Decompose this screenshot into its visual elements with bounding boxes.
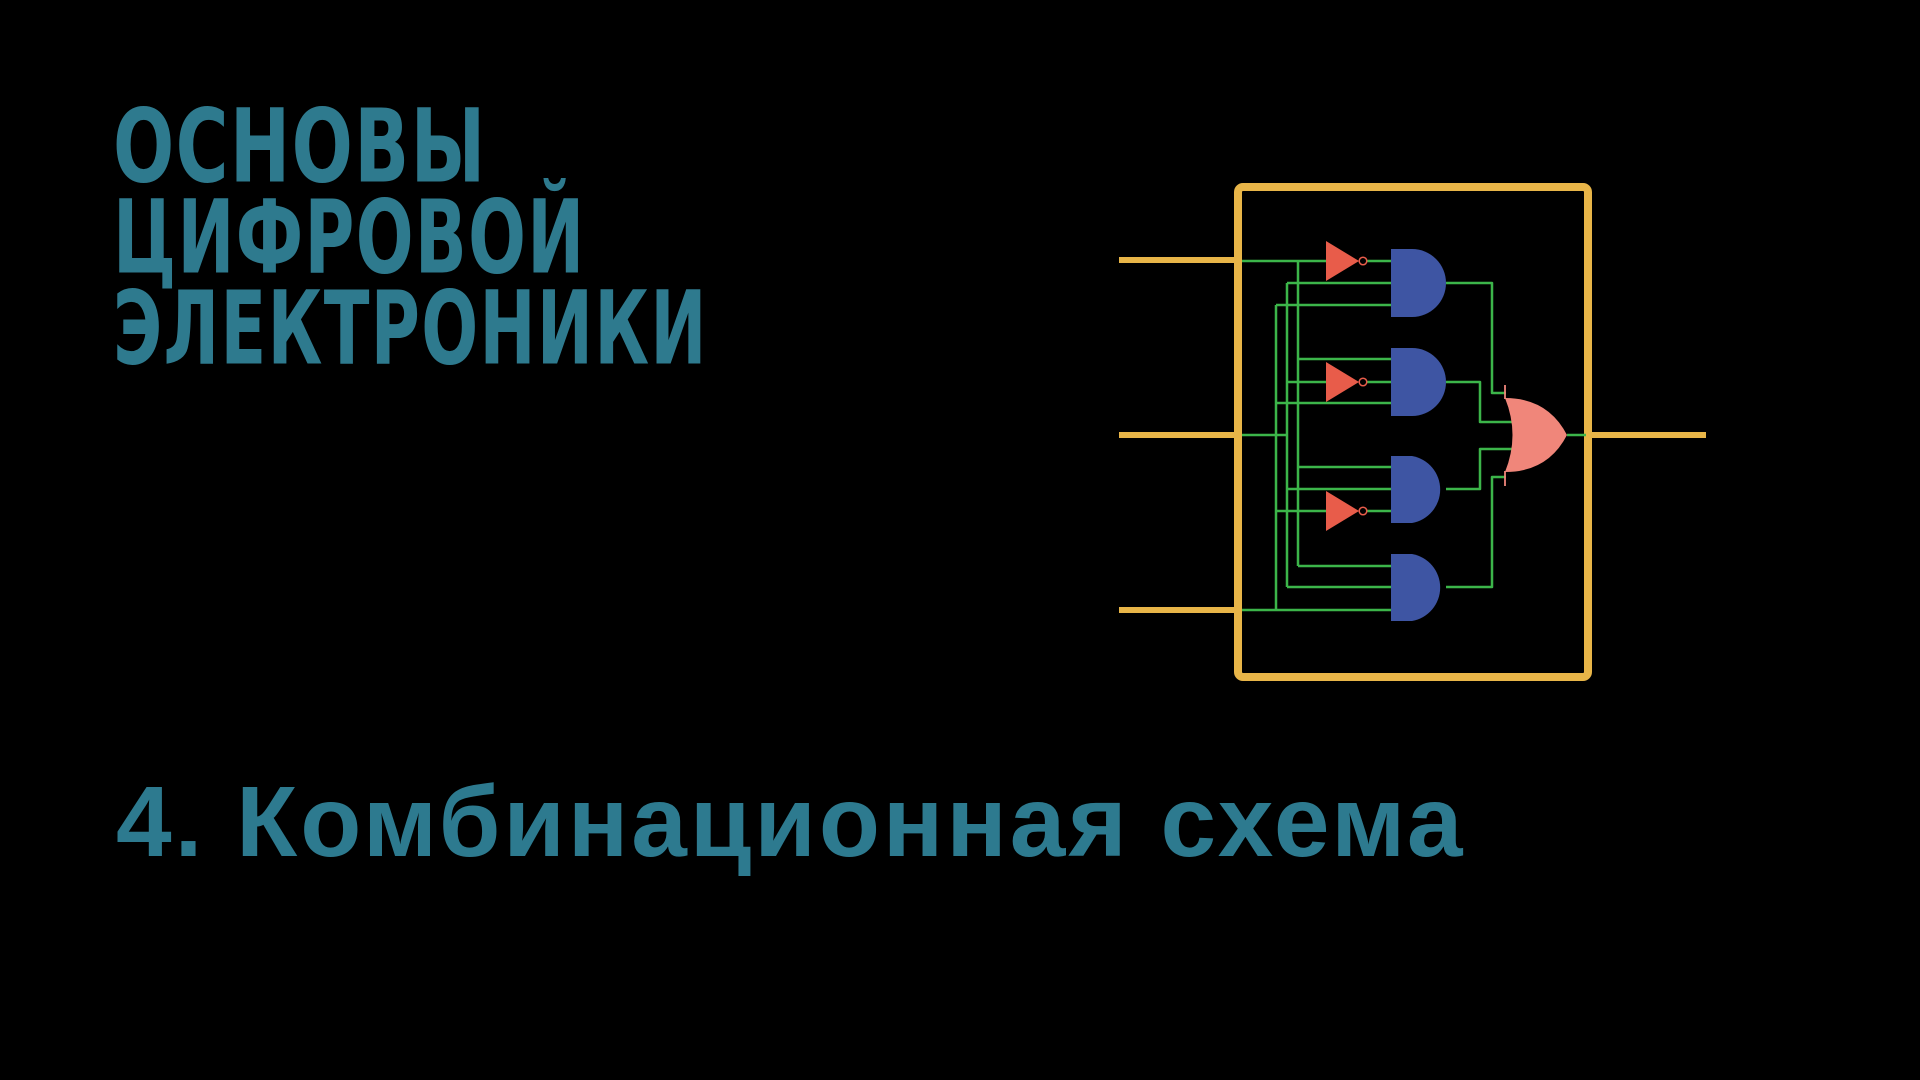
or-gate-icon: [1504, 385, 1567, 486]
module-io-lines: [1119, 257, 1706, 613]
and-gates: [1391, 249, 1446, 621]
wire: [1446, 281, 1506, 395]
subtitle: 4. Комбинационная схема: [116, 766, 1466, 878]
title-line-2: ЦИФРОВОЙ: [113, 177, 586, 298]
wire: [1446, 380, 1512, 424]
not-gate-icon: [1326, 491, 1368, 531]
wire: [1446, 447, 1512, 491]
and-gate-icon: [1391, 348, 1446, 416]
wire: [1446, 475, 1506, 589]
wires: [1242, 259, 1586, 612]
title-line-3: ЭЛЕКТРОНИКИ: [113, 268, 708, 389]
not-gate-icon: [1326, 241, 1368, 281]
and-gate-icon: [1391, 554, 1441, 621]
and-gate-icon: [1391, 456, 1441, 523]
module-box: [1234, 183, 1592, 681]
not-gate-icon: [1326, 362, 1368, 402]
title-line-1: ОСНОВЫ: [113, 86, 487, 207]
not-gates: [1326, 241, 1368, 531]
and-gate-icon: [1391, 249, 1446, 317]
